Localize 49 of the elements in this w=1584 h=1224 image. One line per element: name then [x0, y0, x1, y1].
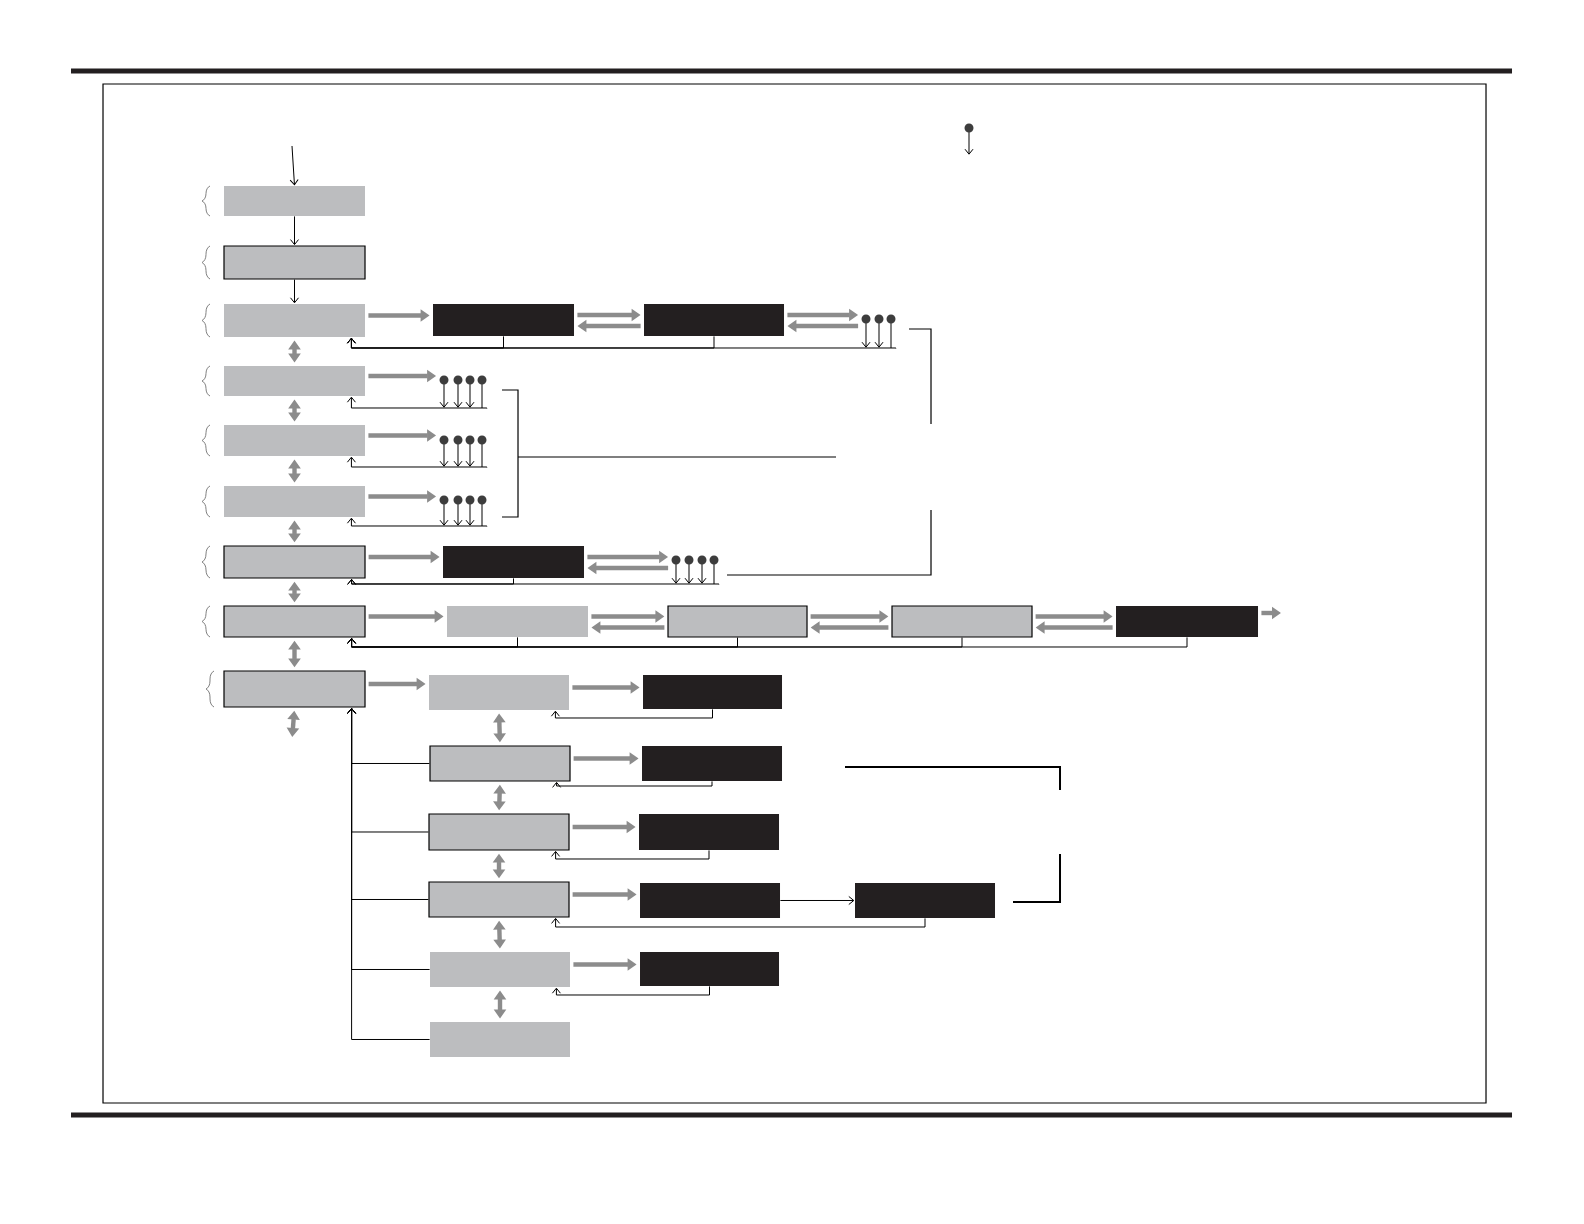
return-line [346, 337, 897, 349]
process-box [224, 366, 365, 396]
solid-box [642, 746, 782, 781]
solid-box [640, 883, 780, 918]
process-box [223, 605, 366, 638]
return-line [347, 707, 431, 1040]
process-box [224, 304, 365, 337]
process-box [429, 675, 569, 710]
dot-arrow-group [439, 435, 487, 468]
return-line [551, 985, 710, 996]
process-box [430, 952, 570, 987]
process-box [667, 605, 808, 638]
return-line [551, 917, 926, 928]
process-box [223, 545, 366, 579]
process-box [891, 605, 1033, 638]
return-line [347, 636, 1188, 648]
process-box [223, 670, 366, 708]
process-box [430, 1022, 570, 1057]
solid-box [433, 304, 574, 336]
return-line [552, 780, 713, 788]
solid-box [1116, 606, 1258, 637]
dot-arrow-group [439, 495, 487, 527]
return-line [346, 517, 488, 527]
process-box [428, 813, 570, 851]
process-box [429, 745, 571, 782]
arrow [779, 896, 855, 905]
process-box [447, 606, 588, 637]
process-box [224, 486, 365, 517]
return-line [550, 708, 713, 719]
return-line [346, 396, 488, 409]
return-line [551, 849, 710, 860]
solid-box [643, 675, 782, 709]
process-box [224, 425, 365, 456]
arrow [290, 215, 299, 246]
solid-box [639, 814, 779, 850]
dot-arrow-group [671, 555, 719, 585]
solid-box [443, 546, 584, 578]
process-box [224, 186, 365, 216]
solid-box [640, 952, 779, 986]
arrow [290, 279, 299, 304]
dot-arrow-group [439, 375, 487, 409]
return-line [347, 578, 720, 585]
solid-box [855, 883, 995, 918]
return-line [346, 456, 488, 468]
process-box [223, 245, 366, 280]
solid-box [644, 304, 784, 336]
dot-arrow-group [861, 314, 896, 349]
process-box [428, 881, 570, 918]
arrow [289, 145, 299, 186]
